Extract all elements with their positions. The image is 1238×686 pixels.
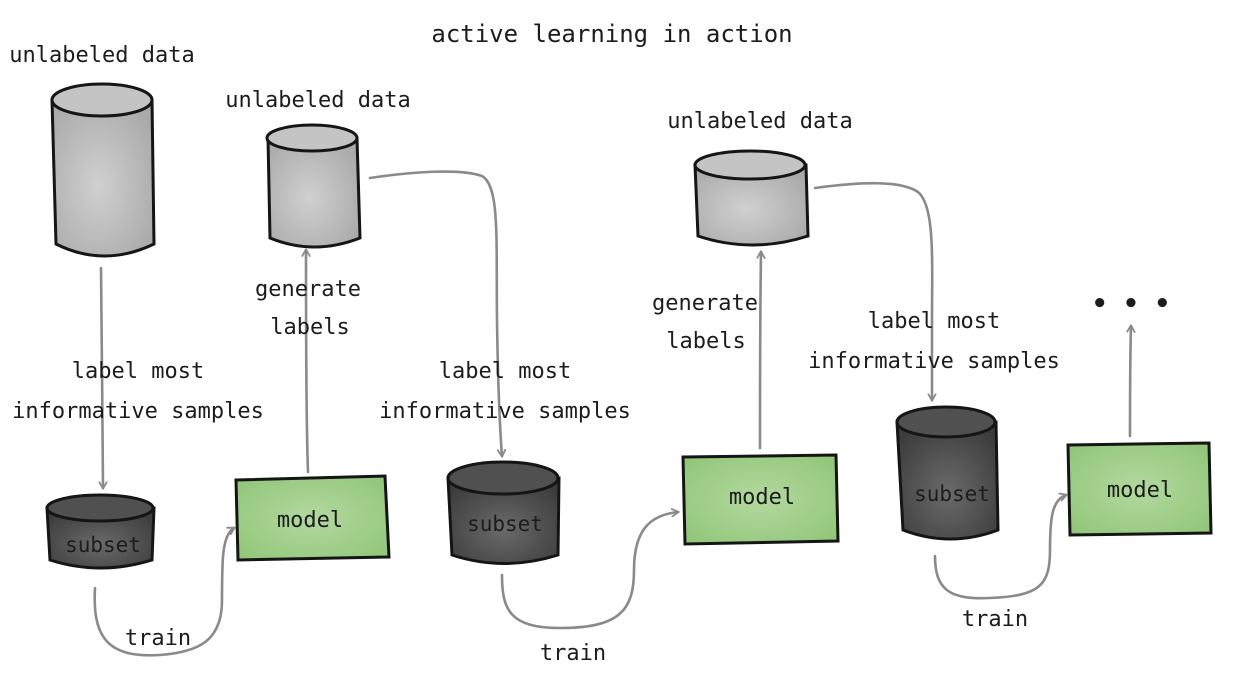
unlabeled-data-label-1: unlabeled data	[9, 43, 194, 68]
model-box-2: model	[681, 453, 840, 546]
svg-text:generate: generate	[652, 291, 758, 316]
label-most-informative-2: label most informative samples	[379, 359, 631, 424]
svg-text:informative samples: informative samples	[808, 349, 1060, 374]
model-box-1: model	[234, 474, 391, 562]
svg-text:label most: label most	[868, 309, 1000, 334]
subset-cylinder-1: subset	[45, 493, 156, 570]
unlabeled-data-cylinder-2: unlabeled data	[225, 88, 411, 249]
unlabeled-data-label-2: unlabeled data	[225, 88, 410, 113]
subset-label-3: subset	[914, 482, 990, 506]
continuation-ellipsis: • • •	[1092, 289, 1170, 319]
arrow-train-2	[500, 512, 678, 630]
label-most-informative-3: label most informative samples	[808, 309, 1060, 374]
arrow-unlabeled-2-to-subset-2	[368, 170, 502, 456]
diagram-title: active learning in action	[431, 20, 792, 48]
arrow-train-3	[933, 495, 1066, 600]
arrow-generate-labels-2	[760, 252, 761, 450]
model-box-3: model	[1066, 441, 1213, 537]
train-label-3: train	[962, 607, 1028, 632]
subset-cylinder-3: subset	[895, 405, 1000, 541]
subset-cylinder-2: subset	[446, 460, 561, 565]
subset-label-1: subset	[65, 533, 141, 557]
model-label-2: model	[729, 485, 795, 510]
arrow-train-1	[93, 526, 234, 657]
unlabeled-data-cylinder-3: unlabeled data	[667, 109, 853, 247]
arrow-unlabeled-3-to-subset-3	[813, 181, 932, 400]
generate-labels-1: generate labels	[255, 277, 361, 340]
model-label-3: model	[1107, 478, 1173, 503]
model-label-1: model	[277, 508, 343, 533]
svg-text:label most: label most	[72, 359, 204, 384]
label-most-informative-1: label most informative samples	[12, 359, 264, 424]
train-label-1: train	[125, 626, 191, 651]
svg-text:labels: labels	[666, 329, 745, 354]
svg-text:informative samples: informative samples	[379, 399, 631, 424]
arrow-model-3-up	[1130, 326, 1131, 438]
arrow-unlabeled-1-to-subset-1	[101, 266, 103, 488]
svg-text:generate: generate	[255, 277, 361, 302]
unlabeled-data-cylinder-1: unlabeled data	[9, 43, 195, 258]
svg-text:labels: labels	[270, 315, 349, 340]
train-label-2: train	[540, 641, 606, 666]
svg-text:label most: label most	[439, 359, 571, 384]
unlabeled-data-label-3: unlabeled data	[667, 109, 852, 134]
arrow-generate-labels-1	[306, 250, 308, 474]
svg-text:informative samples: informative samples	[12, 399, 264, 424]
subset-label-2: subset	[467, 512, 543, 536]
generate-labels-2: generate labels	[652, 291, 758, 354]
